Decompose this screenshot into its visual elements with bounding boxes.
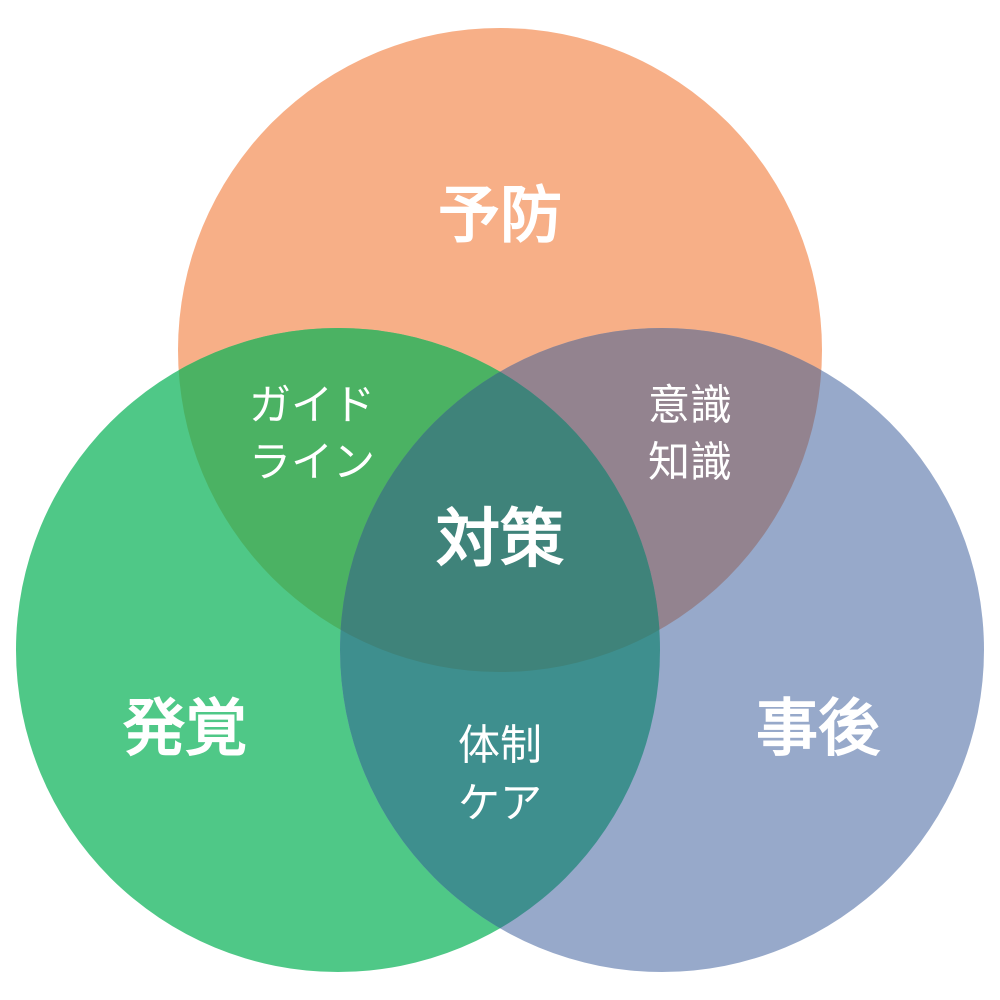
label-aftermath: 事後 [756, 692, 881, 765]
label-detection: 発覚 [123, 692, 247, 765]
label-system-line1: 体制 [458, 721, 542, 770]
label-center: 対策 [436, 503, 564, 577]
label-guideline-line1: ガイド [249, 381, 375, 430]
label-prevention: 予防 [438, 179, 562, 252]
overlap-center [340, 328, 660, 672]
label-system-line2: ケア [458, 779, 542, 828]
label-awareness-line2: 知識 [648, 438, 732, 487]
label-awareness-line1: 意識 [648, 381, 732, 430]
label-guideline-line2: ライン [249, 438, 375, 487]
